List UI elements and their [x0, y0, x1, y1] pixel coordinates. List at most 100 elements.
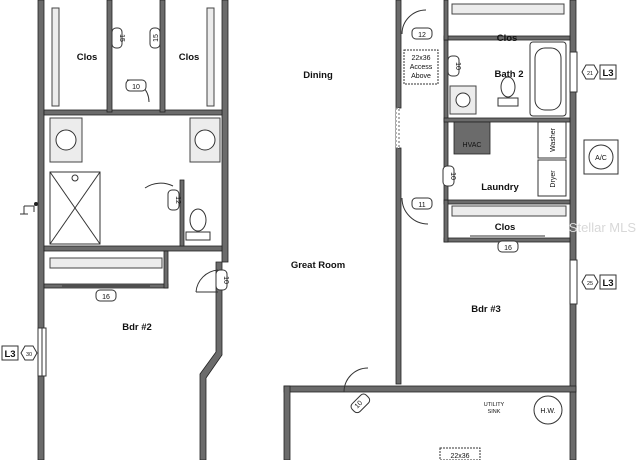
wall-toilet-partition: [179, 179, 185, 247]
svg-text:11: 11: [418, 202, 425, 209]
bath2-toilet-tank: [497, 97, 519, 107]
wall-dining-right: [395, 0, 402, 109]
wall-bath-bottom: [443, 117, 571, 123]
bdr3-closet-shelf: [451, 205, 567, 217]
window-bath2: [569, 51, 578, 93]
svg-text:30: 30: [26, 352, 32, 358]
svg-text:10: 10: [449, 172, 456, 180]
room-label-clos-left: Clos: [77, 52, 98, 63]
label-utility-line1: UTILITY: [484, 402, 505, 408]
room-label-clos-bdr3: Clos: [495, 222, 516, 233]
door-tag-1: 15: [111, 27, 125, 49]
svg-text:16: 16: [504, 245, 512, 252]
garage-access-panel: [439, 447, 481, 460]
wall-top-closet-left: [443, 0, 449, 41]
door-tag-9: 10: [442, 165, 456, 187]
wall-left-wing-angled: [199, 261, 223, 460]
svg-text:10: 10: [354, 400, 365, 411]
sink-left-icon: [55, 129, 77, 151]
label-access-line3: Above: [411, 73, 431, 80]
door-tag-10: 11: [411, 197, 433, 210]
window-dining: [395, 107, 400, 149]
elevation-tag-left: L3 30: [1, 345, 38, 361]
water-heater-icon: [533, 395, 563, 425]
wall-left-outer: [37, 0, 45, 460]
svg-text:12: 12: [174, 196, 181, 204]
svg-text:L3: L3: [602, 278, 613, 289]
door-tag-11: 16: [497, 240, 519, 253]
label-hvac: HVAC: [463, 142, 482, 149]
hose-bib-icon: [20, 205, 35, 215]
window-bdr3: [569, 259, 578, 305]
svg-text:L3: L3: [602, 68, 613, 79]
closet-shelf-left: [51, 7, 60, 107]
room-label-dining: Dining: [303, 70, 333, 81]
door-tag-6: 10: [215, 269, 229, 291]
toilet-tank: [185, 231, 211, 241]
door-swing-laundry: [401, 197, 429, 225]
wall-closets-bottom: [43, 109, 223, 116]
door-tag-7: 12: [411, 27, 433, 40]
wall-greatroom-right: [395, 147, 402, 385]
svg-text:10: 10: [132, 84, 140, 91]
wall-closet-divider-b: [159, 0, 166, 113]
wall-garage-left: [283, 385, 291, 460]
bath2-sink-icon: [455, 92, 471, 108]
svg-text:16: 16: [102, 294, 110, 301]
label-ac: A/C: [595, 155, 607, 162]
watermark: Stellar MLS: [569, 220, 637, 235]
wall-bath-bottom: [43, 245, 223, 252]
svg-text:L3: L3: [4, 349, 15, 360]
wall-right-outer: [569, 0, 577, 460]
wall-garage-top: [283, 385, 577, 393]
attic-access-panel: [403, 49, 439, 85]
room-label-laundry: Laundry: [481, 182, 519, 193]
wall-laundry-bottom: [443, 199, 571, 205]
faucet-icon: [34, 202, 38, 206]
room-label-bath2: Bath 2: [494, 69, 523, 80]
room-label-great-room: Great Room: [291, 260, 345, 271]
svg-text:21: 21: [587, 71, 593, 77]
dryer: [537, 159, 567, 197]
label-hw: H.W.: [540, 408, 555, 415]
door-swing-garage: [343, 367, 369, 393]
svg-text:10: 10: [222, 276, 229, 284]
toilet-bowl-icon: [189, 208, 207, 232]
door-tag-5: 16: [95, 289, 117, 302]
room-label-clos-top: Clos: [497, 33, 518, 44]
bath2-toilet-icon: [500, 76, 516, 98]
closet-shelf-right: [206, 7, 215, 107]
ac-unit-icon: [588, 144, 614, 170]
bathtub-basin: [534, 47, 562, 111]
room-label-bdr2: Bdr #2: [122, 322, 152, 333]
bdr2-closet-shelf: [49, 257, 163, 269]
label-washer: Washer: [550, 127, 557, 152]
svg-text:10: 10: [454, 62, 461, 70]
door-tag-3: 10: [125, 79, 147, 92]
svg-text:15: 15: [153, 34, 160, 42]
wall-closet-divider-a: [106, 0, 113, 113]
label-bottom-access: 22x36: [450, 453, 469, 460]
top-closet-shelf: [451, 3, 565, 15]
room-label-clos-right: Clos: [179, 52, 200, 63]
door-tag-4: 12: [167, 189, 181, 211]
label-dryer: Dryer: [550, 170, 557, 188]
label-access-line1: 22x36: [411, 55, 430, 62]
door-swing-access: [401, 9, 427, 35]
room-label-bdr3: Bdr #3: [471, 304, 501, 315]
svg-text:25: 25: [587, 281, 593, 287]
label-utility-line2: SINK: [488, 409, 501, 415]
label-access-line2: Access: [410, 64, 433, 71]
wall-bdr2-closet-right: [163, 250, 169, 289]
door-tag-8: 10: [447, 55, 461, 77]
elevation-tag-bath2: 21 L3: [581, 64, 617, 80]
hvac-unit: [453, 121, 491, 155]
shower-drain-icon: [71, 174, 79, 182]
door-swing-bath: [144, 182, 174, 189]
door-tag-2: 15: [149, 27, 161, 49]
svg-text:15: 15: [118, 34, 125, 42]
wall-bdr3-closet-left: [443, 199, 449, 243]
sink-right-icon: [194, 129, 216, 151]
washer: [537, 121, 567, 159]
